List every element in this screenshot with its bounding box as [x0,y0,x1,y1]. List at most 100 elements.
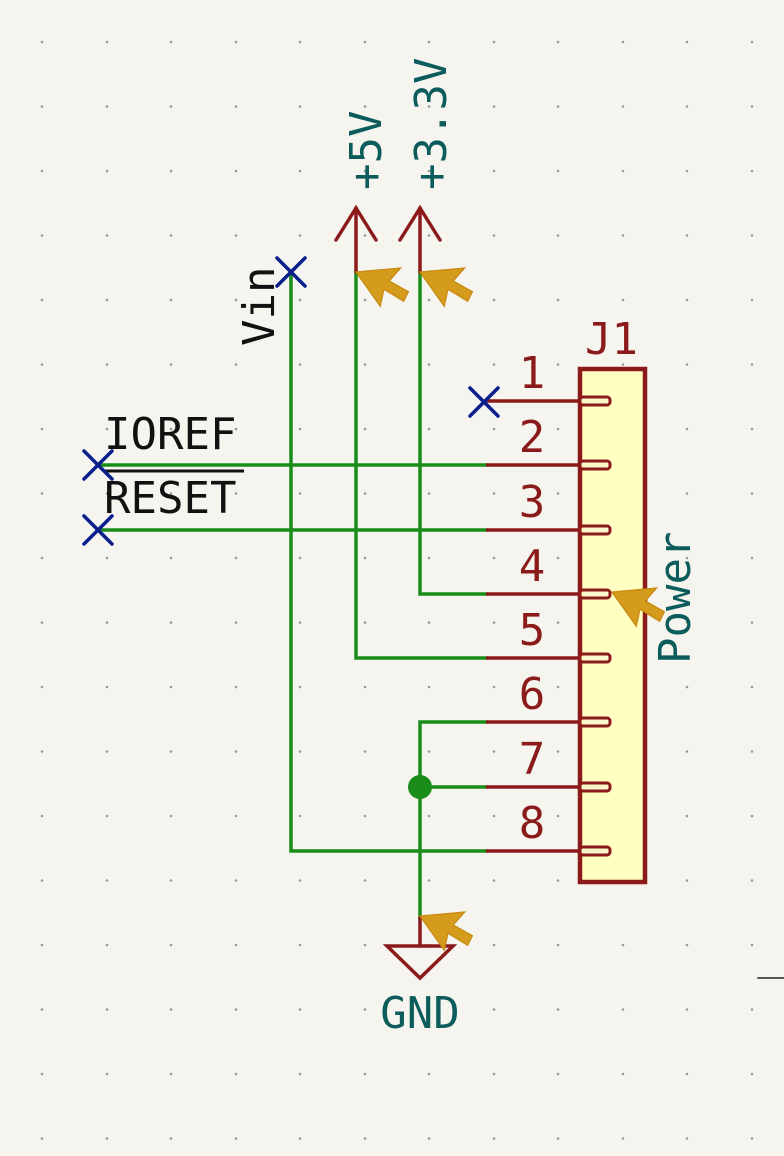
wire-gnd-pin6[interactable] [418,720,488,920]
j1-pin-4-number: 4 [519,541,546,592]
grid-dot [169,427,173,431]
grid-dot [492,1008,496,1011]
power-gnd[interactable]: GND [380,916,460,1039]
no-connect-x-icon[interactable] [82,449,114,481]
power-arrow-head-5v [334,204,378,242]
junction-dot-icon[interactable] [408,775,432,799]
grid-dot [363,427,367,431]
grid-dot [105,1072,109,1076]
grid-dot [234,1137,238,1140]
grid-dot [685,879,689,882]
grid-dot [234,943,238,947]
grid-dot [363,879,367,882]
grid-dot [492,1137,496,1140]
grid-dot [621,1008,625,1011]
grid-dot [685,169,689,173]
grid-dot [105,40,109,44]
grid-dot [105,621,109,624]
grid-dot [556,105,560,108]
grid-dot [363,556,367,560]
grid-dot [556,750,560,753]
grid-dot [492,234,496,237]
grid-dot [105,1137,109,1140]
grid-dot [427,1008,431,1011]
grid-dot [363,1008,367,1011]
grid-dot [298,879,302,882]
power-3v3[interactable]: +3.3V [398,58,457,274]
grid-dot [234,1072,238,1076]
grid-dot [621,1072,625,1076]
grid-dot [750,879,754,882]
grid-dot [556,298,560,302]
grid-dot [750,814,754,818]
grid-dot [621,105,625,108]
grid-dot [556,1137,560,1140]
grid-dot [169,556,173,560]
j1-pin-4-stub [578,588,612,600]
wire-3v3[interactable] [418,270,488,596]
grid-dot [363,621,367,624]
grid-dot [685,1072,689,1076]
grid-dot [234,750,238,753]
grid-dot [492,556,496,560]
grid-dot [169,1137,173,1140]
grid-dot [105,879,109,882]
grid-dot [556,234,560,237]
grid-dot [492,105,496,108]
grid-dot [427,556,431,560]
grid-dot [169,492,173,495]
wire-vin[interactable] [289,270,488,853]
power-5v[interactable]: +5V [334,111,392,274]
j1-reference: J1 [585,314,638,365]
j1-pin-5-stub [578,652,612,664]
grid-dot [298,750,302,753]
pointer-arrow-icon [418,267,474,308]
wires [96,270,784,979]
grid-dot [685,427,689,431]
grid-dot [685,298,689,302]
no-connect-x-icon[interactable] [82,514,114,546]
grid-dot [621,943,625,947]
grid-dot [685,685,689,689]
grid-dot [427,169,431,173]
grid-dot [40,105,44,108]
j1-pin-7-number: 7 [519,734,546,785]
grid-dot [492,750,496,753]
grid-dot [169,1072,173,1076]
grid-dot [750,427,754,431]
grid-dot [169,685,173,689]
grid-dot [105,1008,109,1011]
grid-dot [685,943,689,947]
grid-dot [363,492,367,495]
grid-dot [750,556,754,560]
grid-dot [685,234,689,237]
grid-dot [363,685,367,689]
pointer-arrow-icon [610,587,666,628]
j1-body[interactable] [577,366,648,885]
grid-dot [492,40,496,44]
grid-dot [363,943,367,947]
wire-5v[interactable] [354,270,488,660]
grid-dot [363,363,367,366]
grid-dot [40,298,44,302]
grid-dot [492,169,496,173]
grid-dot [234,169,238,173]
grid-dot [234,556,238,560]
grid-dot [556,943,560,947]
grid-dot [105,298,109,302]
grid-dot [105,427,109,431]
grid-dot [556,685,560,689]
grid-dot [685,556,689,560]
no-connect-x-icon[interactable] [468,386,500,418]
grid-dot [556,492,560,495]
j1-pin-1-number: 1 [519,348,546,399]
grid-dot [234,1008,238,1011]
grid-dot [685,40,689,44]
grid-dot [40,40,44,44]
no-connect-x-icon[interactable] [275,256,307,288]
grid-dot [298,105,302,108]
grid-dot [169,750,173,753]
grid-dot [427,363,431,366]
